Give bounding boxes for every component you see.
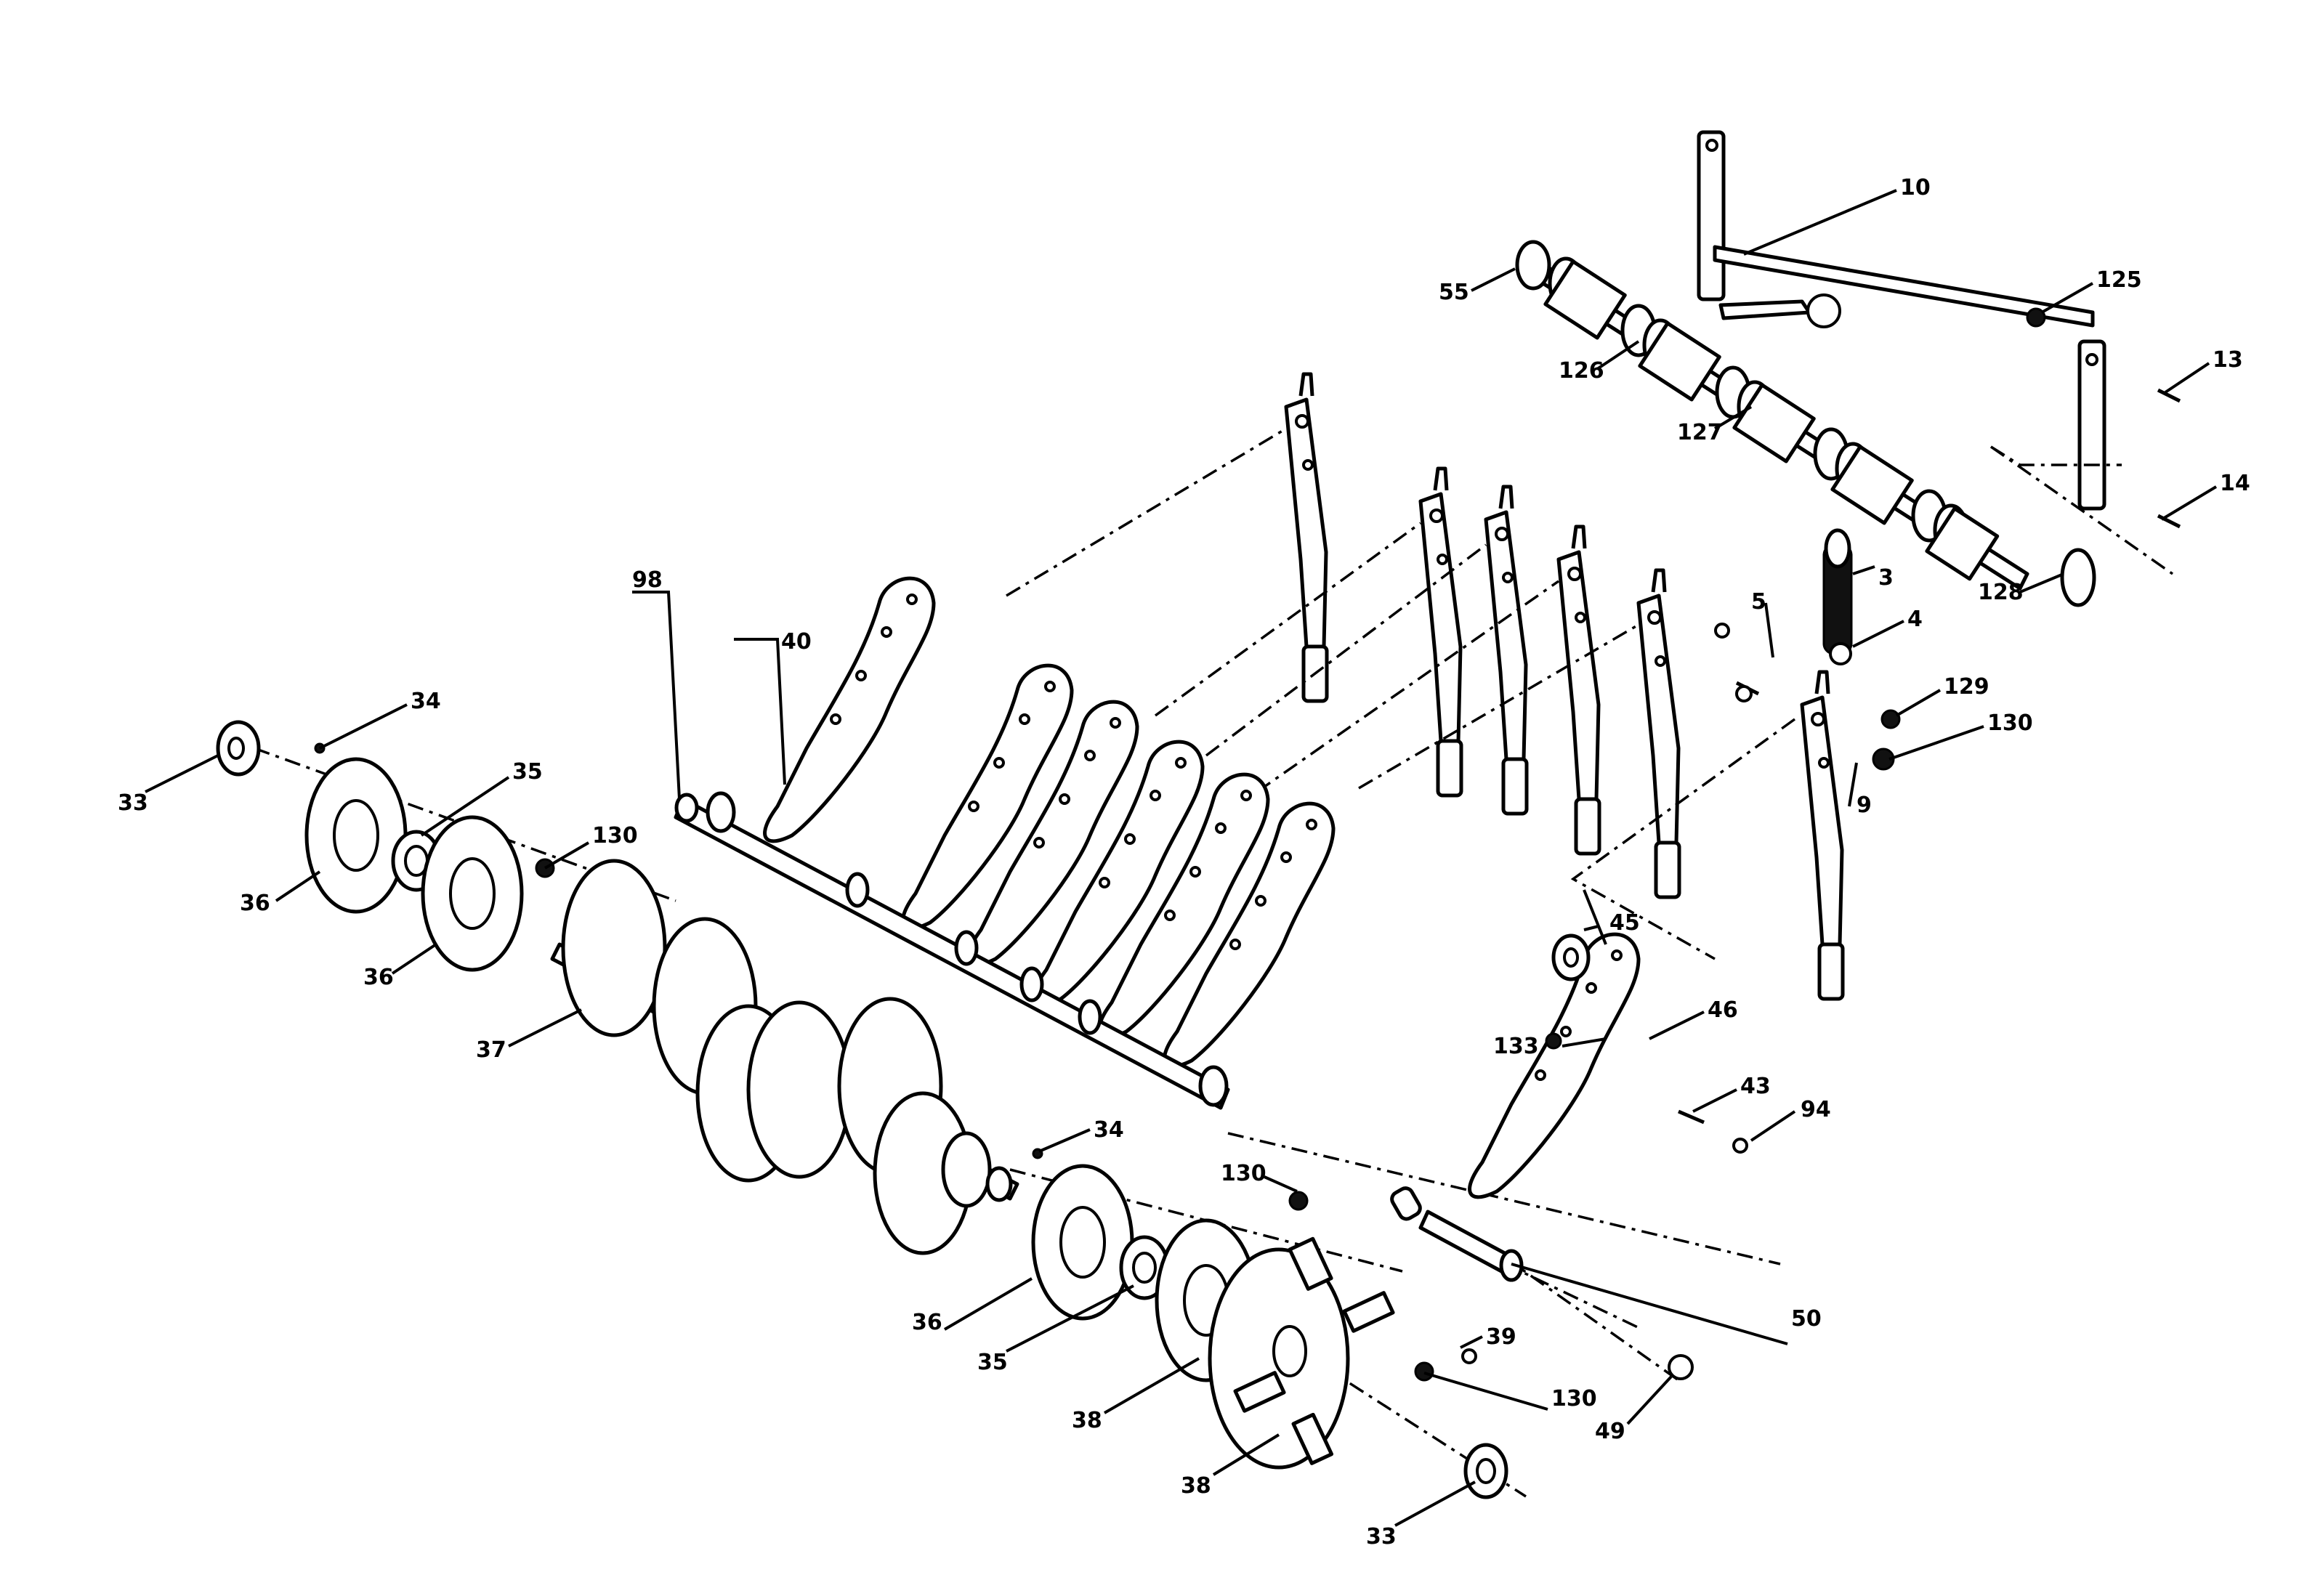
callout-126: 126 [1559, 358, 1604, 384]
callout-34-upper: 34 [411, 689, 441, 714]
callout-35-upper: 35 [512, 759, 543, 785]
main-shaft [674, 791, 1230, 1110]
callout-130-lower: 130 [1551, 1386, 1597, 1411]
callout-130-upper: 130 [1987, 710, 2033, 736]
callout-38-upper: 38 [1072, 1408, 1102, 1433]
callout-94: 94 [1801, 1097, 1831, 1122]
callout-37: 37 [476, 1037, 506, 1063]
callout-127: 127 [1677, 420, 1723, 445]
callout-14: 14 [2220, 471, 2250, 496]
callout-40: 40 [781, 629, 812, 655]
right-bearing-assembly [1031, 1148, 1508, 1499]
callout-130-left: 130 [592, 823, 638, 848]
small-hardware [1545, 933, 1748, 1154]
callout-36-right: 36 [912, 1310, 942, 1335]
callout-50: 50 [1791, 1306, 1822, 1332]
callout-33-upper: 33 [118, 790, 148, 816]
lower-right-shaft [1390, 1186, 1694, 1380]
callout-43: 43 [1740, 1074, 1771, 1099]
callout-98: 98 [632, 567, 663, 593]
callout-36-lower-left: 36 [363, 965, 394, 990]
leader-lines [145, 189, 2218, 1527]
callout-34-lower: 34 [1094, 1117, 1124, 1143]
arms [1286, 374, 1843, 999]
callout-33-lower: 33 [1366, 1524, 1397, 1550]
callout-4: 4 [1907, 607, 1923, 632]
callout-labels: 10 55 125 13 126 127 14 128 3 5 4 129 13… [118, 175, 2250, 1550]
callout-133: 133 [1493, 1034, 1539, 1059]
callout-38-lower: 38 [1181, 1473, 1211, 1499]
roller-assembly [1515, 240, 2096, 607]
callout-39: 39 [1486, 1324, 1516, 1350]
callout-3: 3 [1878, 565, 1894, 591]
callout-46: 46 [1708, 997, 1738, 1023]
left-bearing-assembly [216, 720, 555, 972]
callout-49: 49 [1595, 1419, 1625, 1444]
callout-13: 13 [2213, 347, 2243, 373]
callout-129: 129 [1944, 674, 1989, 700]
callout-9: 9 [1857, 793, 1872, 818]
callout-125: 125 [2096, 267, 2142, 293]
callout-35-lower: 35 [977, 1350, 1008, 1375]
spring-assembly [1714, 307, 2181, 771]
callout-36-upper-left: 36 [240, 891, 270, 916]
callout-130-middle: 130 [1221, 1161, 1266, 1186]
callout-5: 5 [1751, 589, 1766, 615]
callout-128: 128 [1978, 580, 2024, 605]
callout-55: 55 [1439, 280, 1469, 305]
drum-assembly [550, 859, 1019, 1255]
callout-10: 10 [1900, 175, 1931, 200]
callout-45: 45 [1609, 910, 1640, 936]
frame-bar-assembly [1697, 130, 2174, 575]
connector-lines [254, 427, 1796, 1498]
